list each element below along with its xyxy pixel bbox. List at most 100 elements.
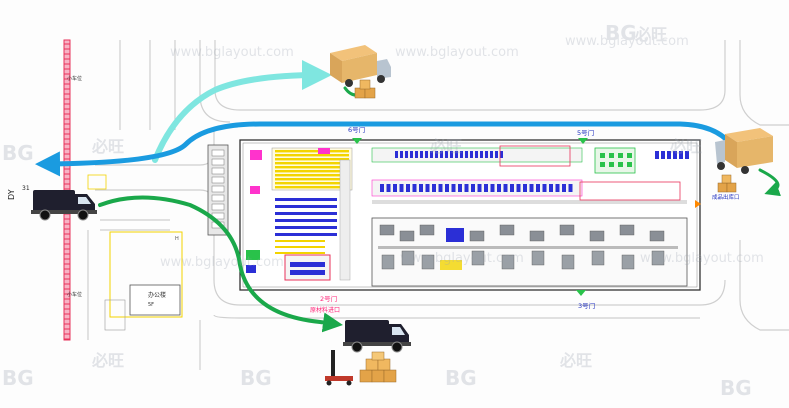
watermark-url-5: www.bglayout.com xyxy=(400,251,524,266)
rack-blue-row1 xyxy=(460,151,463,158)
entrance-code: 31 xyxy=(22,185,30,192)
rack-yellow xyxy=(275,182,349,185)
finished-pallet xyxy=(600,153,605,158)
finished-pallet xyxy=(618,162,623,167)
rack-blue-row2 xyxy=(419,184,423,192)
rack-yellow xyxy=(275,166,349,169)
watermark-brand-6: 必旺 xyxy=(559,351,592,370)
rack-blue-row1 xyxy=(500,151,503,158)
machine xyxy=(559,224,575,236)
rack-blue-row1 xyxy=(495,151,498,158)
delivery-van-icon-bottom xyxy=(343,320,411,353)
gate-2-sub-label: 原材料进口 xyxy=(310,306,340,314)
watermark-brand-1: 必旺 xyxy=(634,25,667,44)
watermark-url-2: www.bglayout.com xyxy=(395,45,519,60)
rack-blue xyxy=(275,233,337,236)
rack-blue-row2 xyxy=(458,184,462,192)
watermark-logo-2: BG xyxy=(2,141,34,165)
rack-blue-row1 xyxy=(450,151,453,158)
rack-yellow xyxy=(275,240,325,242)
machine xyxy=(529,230,545,242)
box-stack-icon-right xyxy=(717,174,737,193)
rack-blue-row1 xyxy=(470,151,473,158)
loading-bay xyxy=(211,203,225,211)
rack-blue-row1-right xyxy=(667,151,671,159)
rack-blue-row1 xyxy=(455,151,458,158)
rack-blue-row1 xyxy=(415,151,418,158)
loading-bay xyxy=(211,167,225,175)
rack-blue xyxy=(275,226,337,229)
rack-blue-row2 xyxy=(445,184,449,192)
rack-yellow xyxy=(275,162,349,165)
rack-blue-row1 xyxy=(430,151,433,158)
rack-yellow xyxy=(275,178,349,181)
rack-blue-row2 xyxy=(471,184,475,192)
delivery-van-icon xyxy=(31,190,97,221)
watermark-logo-4: BG xyxy=(240,366,272,390)
watermark-url-3: www.bglayout.com xyxy=(565,34,689,49)
machine xyxy=(621,254,635,270)
watermark-brand-2: 必旺 xyxy=(91,137,124,156)
gate-3-label: 3号门 xyxy=(578,301,595,310)
rack-blue-row1-right xyxy=(685,151,689,159)
box-stack-icon-bottom xyxy=(359,351,397,383)
road-top-right xyxy=(739,40,789,126)
dock-right-label: 成品出库口 xyxy=(712,193,740,201)
rack-blue-row1 xyxy=(485,151,488,158)
entrance-label: DY xyxy=(7,189,16,200)
rack-blue xyxy=(275,212,337,215)
box-stack-icon xyxy=(354,79,376,99)
rack-blue-row1 xyxy=(395,151,398,158)
cargo-truck-icon xyxy=(330,45,391,87)
machine xyxy=(561,254,575,270)
rack-blue-row2 xyxy=(510,184,514,192)
office-lot xyxy=(109,231,183,318)
office-area: 办公楼 5F 小车位 小车位 DY 31 H xyxy=(7,75,183,331)
machine xyxy=(471,250,485,266)
finished-pallet xyxy=(627,153,632,158)
office-building xyxy=(129,284,181,316)
rack-blue-row1 xyxy=(490,151,493,158)
machine xyxy=(401,250,415,266)
rack-blue-row2 xyxy=(529,184,534,192)
machine xyxy=(591,250,605,266)
rack-blue-row2 xyxy=(399,184,404,192)
main-building xyxy=(207,139,701,291)
zone-magenta-3 xyxy=(318,148,330,154)
machine xyxy=(651,250,665,266)
zone-magenta-2 xyxy=(250,186,260,194)
machine xyxy=(421,254,435,270)
gate-6-label: 6号门 xyxy=(348,125,365,134)
rack-blue-row2 xyxy=(497,184,501,192)
rack-yellow xyxy=(275,252,325,254)
road-top-inner xyxy=(199,40,231,123)
rack-blue-row1 xyxy=(440,151,443,158)
road-top xyxy=(214,40,726,111)
rack-blue-row2 xyxy=(464,184,469,192)
finished-pallet xyxy=(627,162,632,167)
loading-bay xyxy=(211,176,225,184)
zone-magenta-1 xyxy=(250,150,262,160)
rack-blue-row1-right xyxy=(655,151,659,159)
rack-blue-row1 xyxy=(465,151,468,158)
rack-blue-row1-right xyxy=(673,151,677,159)
road-bottom xyxy=(213,314,700,319)
rack-blue-row2 xyxy=(406,184,410,192)
rack-blue-row1-right xyxy=(661,151,665,159)
gate-2-label: 2号门 xyxy=(320,294,337,303)
finished-pallet xyxy=(609,153,614,158)
watermark-url-1: www.bglayout.com xyxy=(170,45,294,60)
rack-yellow xyxy=(275,170,349,173)
rack-blue-row2 xyxy=(386,184,391,192)
machine-blue xyxy=(446,228,464,242)
rack-blue-row1 xyxy=(475,151,478,158)
road-lower-lanes xyxy=(87,219,170,340)
machine xyxy=(649,230,665,242)
inbound-zone xyxy=(284,254,331,281)
flow-cyan-arrow xyxy=(152,60,332,163)
rack-blue-row1 xyxy=(425,151,428,158)
rack-blue-row2 xyxy=(503,184,508,192)
machine xyxy=(469,230,485,242)
rack-blue-row2 xyxy=(438,184,443,192)
